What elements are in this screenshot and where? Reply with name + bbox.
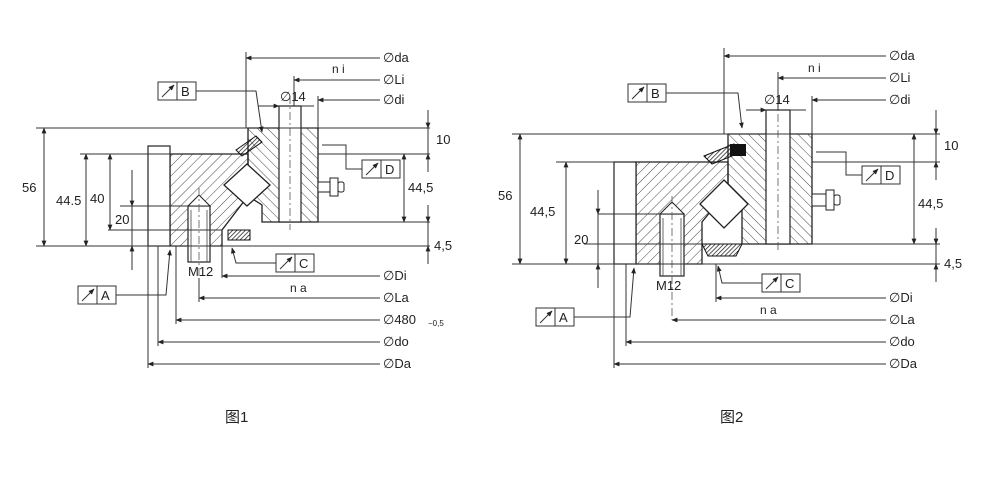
inner-bolt-hole [278,96,302,230]
grease-nipple [317,177,345,197]
dim-10: 10 [436,132,450,147]
label-La: ∅La [383,290,410,305]
label-na: n a [290,281,307,295]
datum-c: C [785,276,794,291]
datum-d-box: D [816,151,901,185]
datum-b: B [181,84,190,99]
label-Da: ∅Da [383,356,412,371]
datum-d: D [385,162,394,177]
figure-2: 56 44,5 20 ∅da n i ∅Li ∅di ∅14 10 44,5 4… [498,48,962,426]
dim-40: 40 [90,191,104,206]
dim-20: 20 [115,212,129,227]
datum-c-box: C [231,247,315,273]
label-ni: n i [332,62,345,76]
caption-figure-2: 图2 [720,409,743,426]
label-na: n a [760,303,777,317]
datum-a: A [101,288,110,303]
grease-nipple [811,189,841,211]
roller [223,163,271,207]
dim-4-5: 4,5 [434,238,452,253]
datum-a-box: A [77,249,172,305]
dim-10: 10 [944,138,958,153]
label-thread: M12 [188,264,213,279]
datum-c: C [299,256,308,271]
datum-b: B [651,86,660,101]
label-do: ∅do [889,334,915,349]
label-do: ∅do [383,334,409,349]
label-da-top: ∅da [889,48,916,63]
label-tolerance: −0,5 [428,319,444,328]
label-Di: ∅Di [889,290,913,305]
dim-56: 56 [498,188,512,203]
datum-a: A [559,310,568,325]
figure-1: 56 44.5 40 20 ∅da n i ∅Li ∅di ∅14 10 44,… [22,50,452,426]
dim-4-5: 4,5 [944,256,962,271]
label-li: ∅Li [383,72,405,87]
label-La: ∅La [889,312,916,327]
label-ni: n i [808,61,821,75]
dim-44-5-right: 44,5 [918,196,943,211]
datum-b-box: B [627,83,744,129]
datum-c-box: C [716,265,801,293]
dim-20: 20 [574,232,588,247]
label-da-top: ∅da [383,50,410,65]
datum-d-box: D [322,144,401,179]
label-hole-14: ∅14 [280,89,306,104]
datum-a-box: A [535,267,636,327]
dim-44-5: 44.5 [56,193,81,208]
outer-threaded-hole [186,188,212,278]
label-di-top: ∅di [383,92,405,107]
roller [699,179,749,229]
label-Di: ∅Di [383,268,407,283]
label-hole-14: ∅14 [764,92,790,107]
label-li: ∅Li [889,70,911,85]
caption-figure-1: 图1 [225,409,248,426]
datum-b-box: B [157,81,264,133]
label-480: ∅480 [383,312,416,327]
bottom-seal [701,243,743,257]
top-seal-block [730,144,746,156]
outer-threaded-hole [658,196,686,320]
dim-44-5: 44,5 [530,204,555,219]
dim-56: 56 [22,180,36,195]
dim-44-5-right: 44,5 [408,180,433,195]
label-di-top: ∅di [889,92,911,107]
label-thread: M12 [656,278,681,293]
bottom-seal [227,229,251,241]
inner-bolt-hole [765,98,791,252]
label-Da: ∅Da [889,356,918,371]
top-seal [235,135,263,157]
datum-d: D [885,168,894,183]
